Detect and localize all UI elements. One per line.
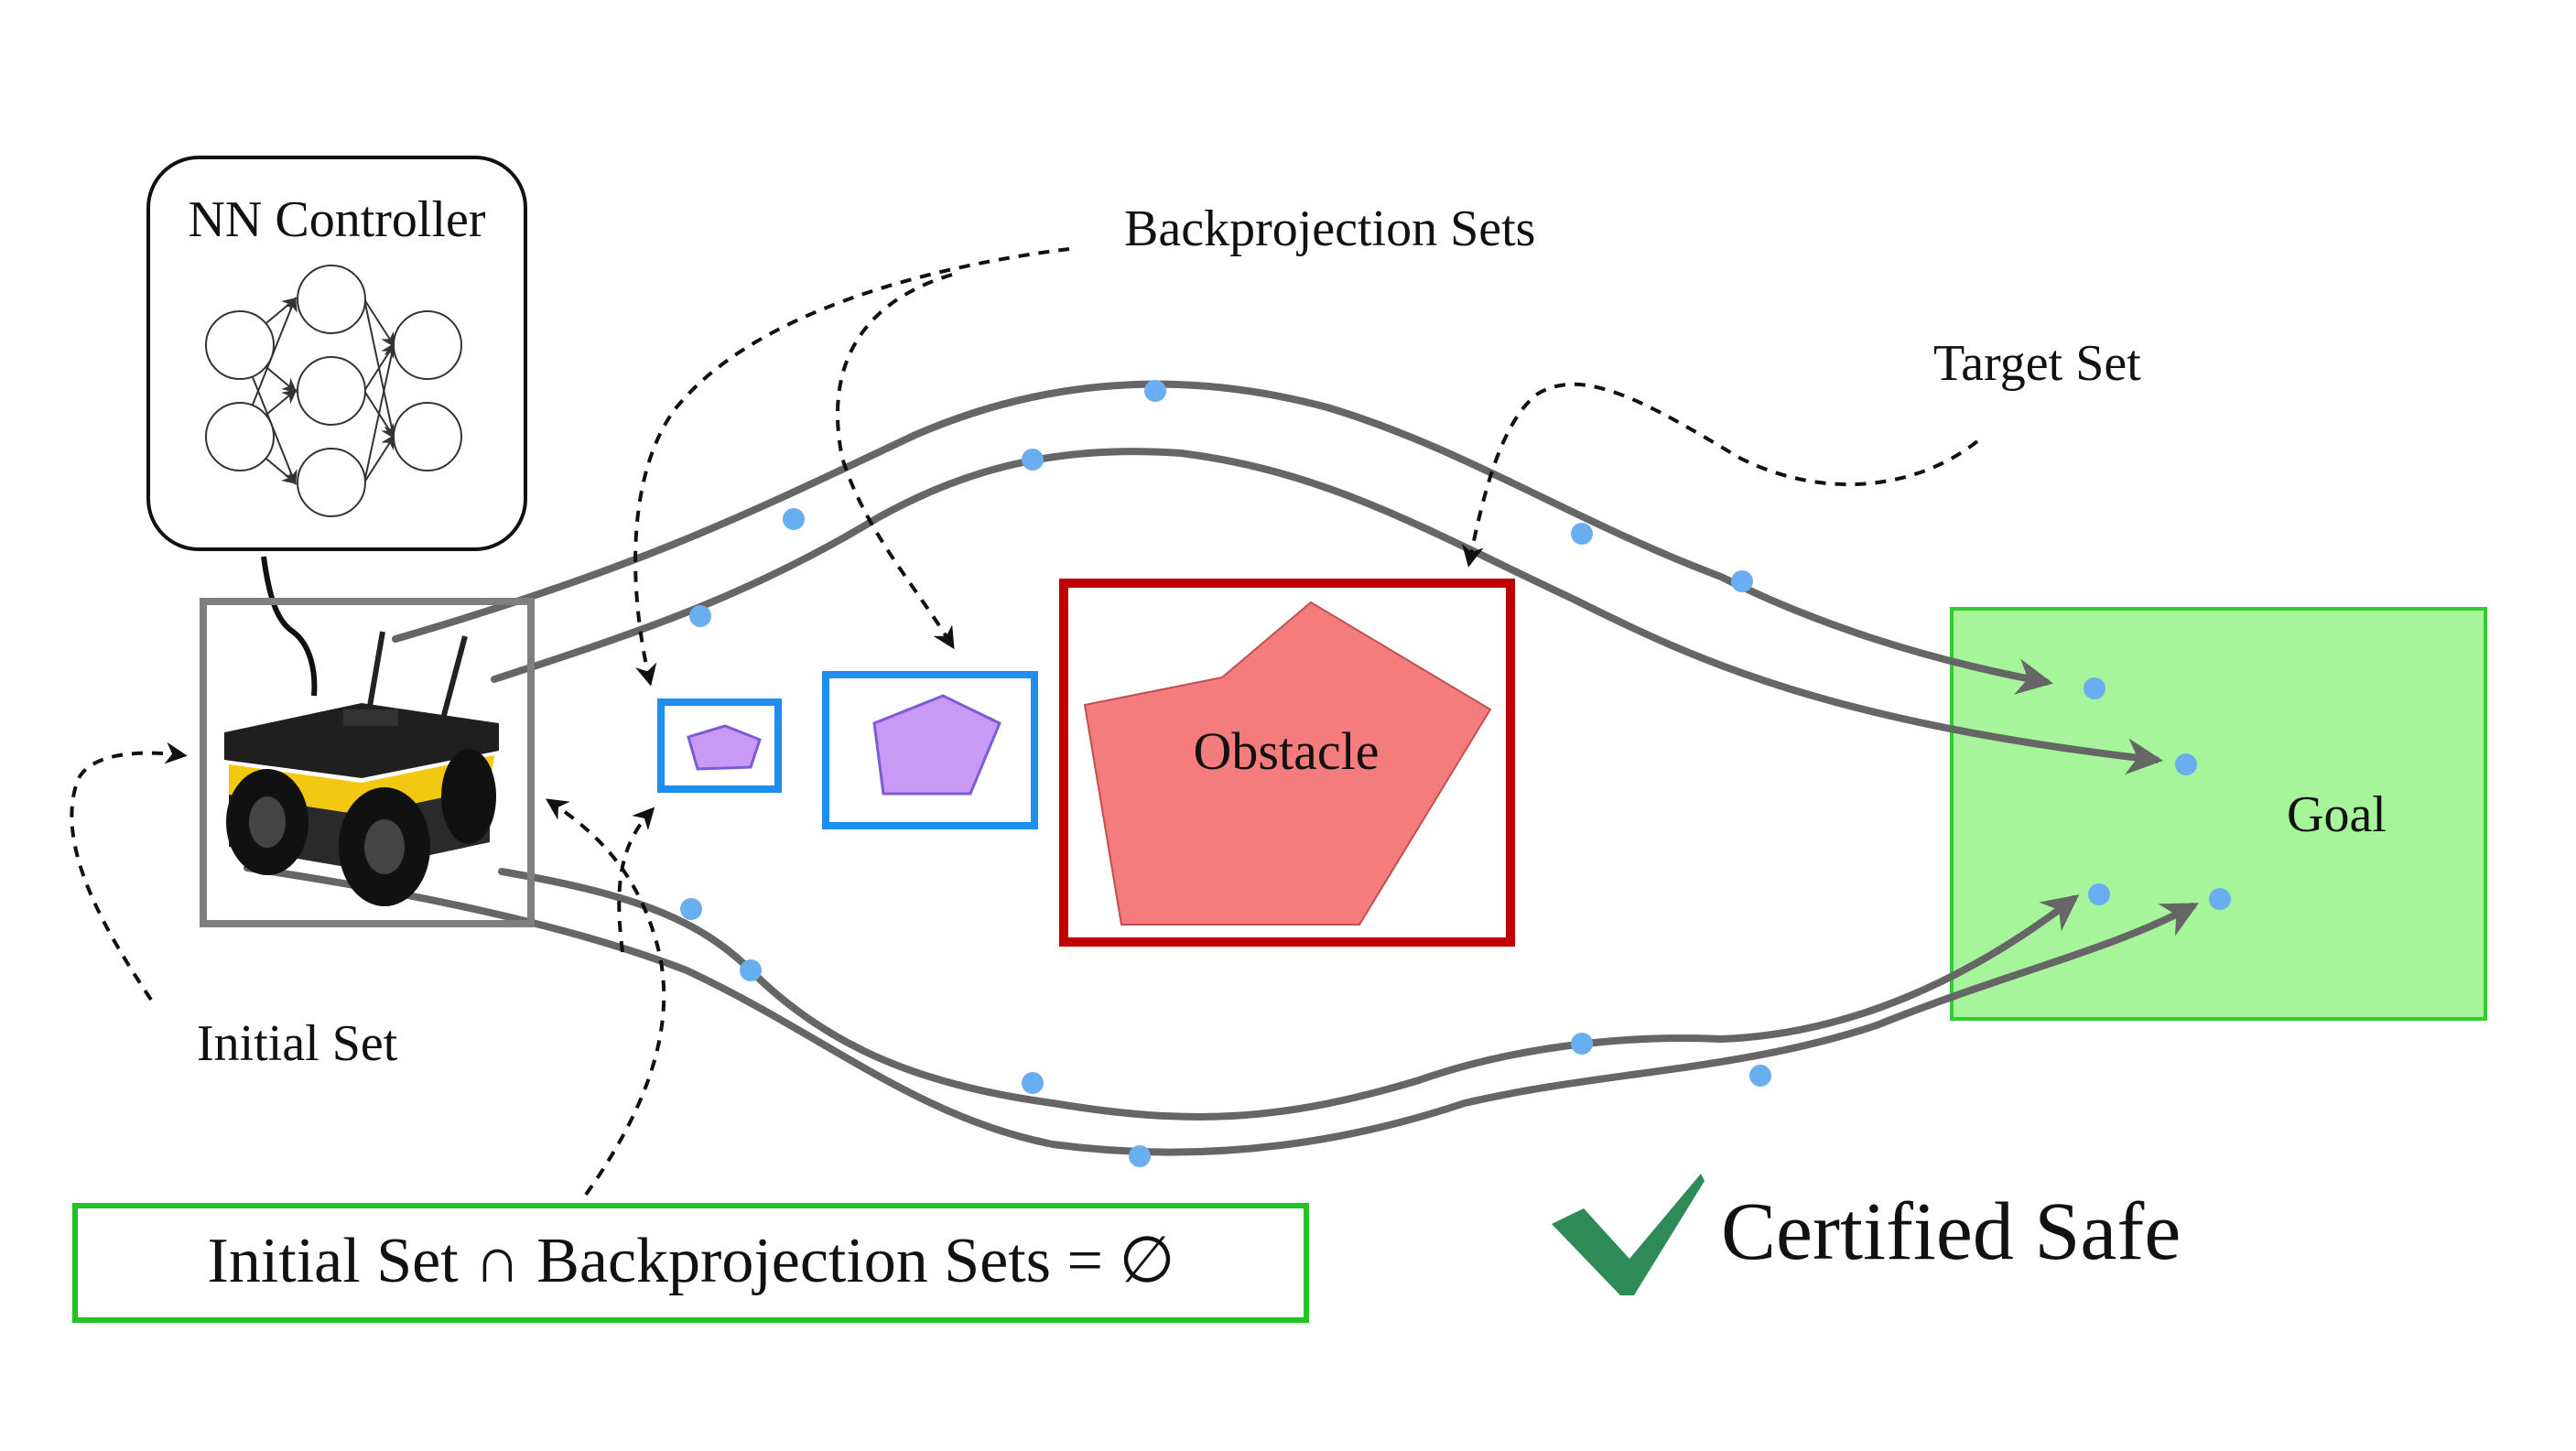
certified-safe-label: Certified Safe — [1721, 1186, 2181, 1277]
initial-set-pointer — [70, 742, 188, 1002]
neural-network-icon — [205, 265, 462, 517]
initial-set: Initial Set — [70, 598, 535, 1072]
target-set-box — [1059, 579, 1515, 947]
checkmark-icon — [1552, 1174, 1705, 1295]
waypoint — [783, 508, 805, 530]
backprojection-set-large — [822, 671, 1038, 829]
trajectory-upper-inner — [491, 448, 2163, 775]
waypoint — [1749, 1065, 1771, 1087]
trajectory-upper-outer — [392, 380, 2053, 695]
waypoint — [1022, 1072, 1044, 1094]
nn-controller: NN Controller — [146, 156, 527, 697]
waypoint — [1129, 1145, 1151, 1167]
waypoint — [689, 605, 711, 627]
waypoint — [1144, 380, 1166, 402]
controller-cable — [261, 556, 318, 697]
backprojection-pointer-b — [836, 273, 955, 650]
waypoint — [2175, 753, 2197, 775]
waypoint — [1571, 523, 1593, 545]
target-set-pointer — [1461, 382, 1979, 568]
initial-set-label: Initial Set — [197, 1015, 398, 1072]
waypoints — [680, 380, 2231, 1167]
waypoint — [2209, 888, 2231, 910]
target-set-label: Target Set — [1933, 335, 2141, 392]
initial-set-box — [200, 598, 535, 927]
waypoint — [2084, 677, 2105, 699]
obstacle-label: Obstacle — [1194, 721, 1380, 781]
target-set: Obstacle — [1059, 579, 1515, 947]
backprojection-pointer-d — [617, 807, 655, 953]
waypoint — [1571, 1033, 1593, 1055]
backprojection-pointer-c — [546, 798, 666, 1197]
backprojection-sets-label: Backprojection Sets — [1124, 200, 1535, 257]
obstacle — [1083, 601, 1492, 926]
backprojection-pointer-a — [633, 247, 1070, 687]
trajectory-lower-inner — [244, 864, 2200, 1156]
goal-region — [1950, 607, 2487, 1021]
condition-text: Initial Set ∩ Backprojection Sets = ∅ — [208, 1226, 1175, 1296]
waypoint — [740, 959, 762, 981]
waypoint — [1731, 570, 1753, 592]
robot-rover-icon — [224, 631, 499, 906]
backprojection-set-small — [657, 698, 782, 793]
condition-box — [72, 1203, 1309, 1323]
waypoint — [680, 898, 702, 920]
goal-label: Goal — [2287, 786, 2387, 843]
waypoint — [2088, 883, 2110, 905]
waypoint — [1022, 449, 1044, 471]
nn-controller-label: NN Controller — [188, 191, 485, 248]
